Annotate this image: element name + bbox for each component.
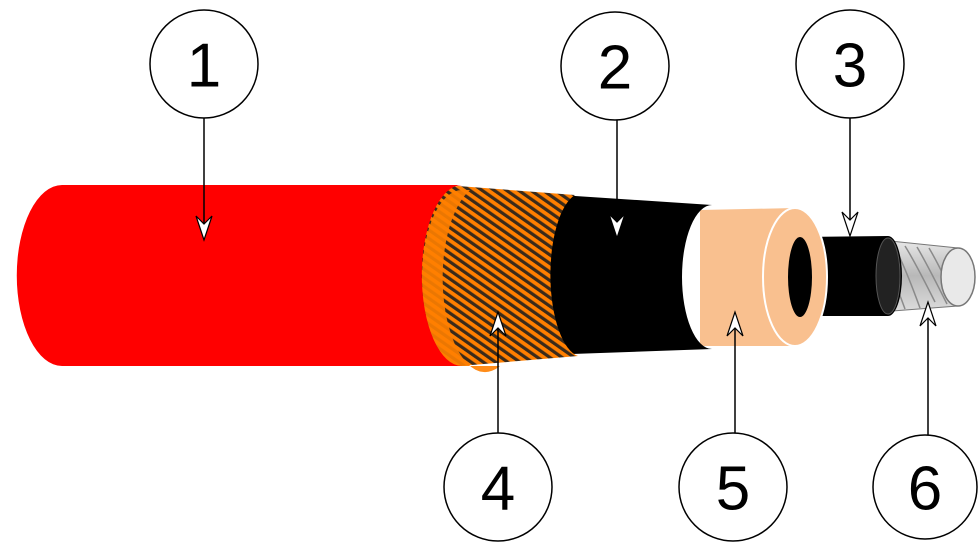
- callout-label: 2: [598, 34, 632, 103]
- callout-6: 6: [872, 434, 978, 540]
- callout-3: 3: [795, 9, 905, 119]
- callout-5: 5: [678, 432, 788, 542]
- arrowheads: [195, 211, 937, 337]
- callout-label: 4: [481, 455, 515, 524]
- callout-4: 4: [443, 432, 553, 542]
- conductor-end: [940, 247, 976, 307]
- callout-label: 5: [716, 455, 750, 524]
- semiconductive-screen: [535, 195, 712, 356]
- arrow-down-icon: [841, 211, 859, 238]
- callout-1: 1: [149, 9, 259, 119]
- arrow-up-icon: [489, 310, 507, 337]
- screen-tape-edge: [422, 190, 500, 373]
- arrow-down-icon: [195, 215, 213, 242]
- arrow-up-icon: [726, 310, 744, 337]
- callout-2: 2: [560, 11, 670, 121]
- arrow-up-icon: [919, 300, 937, 327]
- callout-label: 6: [908, 455, 942, 524]
- conductor: [879, 239, 976, 313]
- callout-label: 1: [187, 32, 221, 101]
- arrow-down-icon: [608, 213, 626, 240]
- insulation: [700, 207, 828, 347]
- callout-label: 3: [833, 32, 867, 101]
- outer-jacket: [16, 185, 462, 366]
- leader-lines: [203, 118, 929, 440]
- wire-screen: [414, 186, 578, 373]
